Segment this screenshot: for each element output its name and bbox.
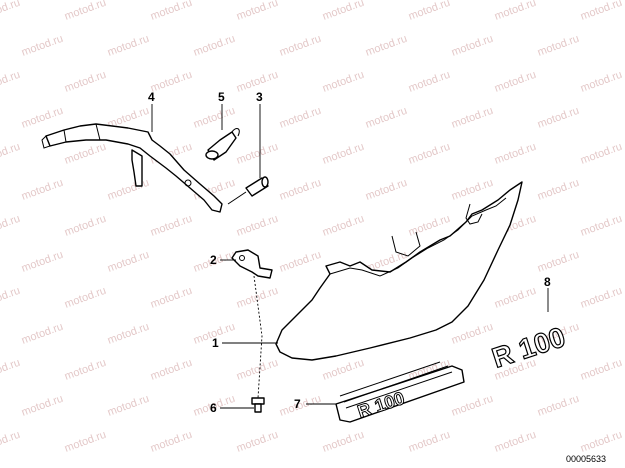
watermark-text: motod.ru xyxy=(235,357,280,383)
watermark-text: motod.ru xyxy=(407,69,452,95)
watermark-text: motod.ru xyxy=(579,429,624,455)
watermark-text: motod.ru xyxy=(149,0,194,23)
watermark-text: motod.ru xyxy=(0,141,22,167)
watermark-text: motod.ru xyxy=(278,105,323,131)
watermark-text: motod.ru xyxy=(450,393,495,419)
watermark-text: motod.ru xyxy=(235,0,280,23)
callout-1: 1 xyxy=(212,336,219,350)
watermark-text: motod.ru xyxy=(493,429,538,455)
part-5-knob xyxy=(205,128,240,161)
watermark-text: motod.ru xyxy=(493,0,538,23)
watermark-text: motod.ru xyxy=(0,357,22,383)
watermark-text: motod.ru xyxy=(579,141,624,167)
watermark-text: motod.ru xyxy=(364,177,409,203)
leader-lines xyxy=(151,104,549,409)
watermark-text: motod.ru xyxy=(579,213,624,239)
watermark-text: motod.ru xyxy=(321,69,366,95)
watermark-text: motod.ru xyxy=(106,177,151,203)
watermark-text: motod.ru xyxy=(0,285,22,311)
watermark-text: motod.ru xyxy=(0,0,22,23)
watermark-text: motod.ru xyxy=(192,33,237,59)
watermark-text: motod.ru xyxy=(63,213,108,239)
watermark-text: motod.ru xyxy=(364,105,409,131)
watermark-text: motod.ru xyxy=(235,213,280,239)
watermark-text: motod.ru xyxy=(0,429,22,455)
watermark-text: motod.ru xyxy=(149,285,194,311)
watermark-text: motod.ru xyxy=(192,105,237,131)
callout-8: 8 xyxy=(544,275,551,289)
callout-3: 3 xyxy=(256,90,263,104)
watermark-text: motod.ru xyxy=(106,249,151,275)
watermark-text: motod.ru xyxy=(278,33,323,59)
watermark-text: motod.ru xyxy=(106,393,151,419)
callout-4: 4 xyxy=(148,90,155,104)
watermark-text: motod.ru xyxy=(407,0,452,23)
watermark-text: motod.ru xyxy=(63,429,108,455)
watermark-text: motod.ru xyxy=(321,0,366,23)
callout-5: 5 xyxy=(218,90,225,104)
watermark-text: motod.ru xyxy=(63,285,108,311)
watermark-text: motod.ru xyxy=(493,69,538,95)
watermark-text: motod.ru xyxy=(407,213,452,239)
watermark-text: motod.ru xyxy=(536,33,581,59)
watermark-text: motod.ru xyxy=(536,249,581,275)
part-4-bracket xyxy=(41,123,223,213)
watermark-text: motod.ru xyxy=(450,321,495,347)
watermark-text: motod.ru xyxy=(149,69,194,95)
watermark-text: motod.ru xyxy=(235,285,280,311)
watermark-text: motod.ru xyxy=(63,69,108,95)
watermark-text: motod.ru xyxy=(235,141,280,167)
watermark-text: motod.ru xyxy=(321,429,366,455)
watermark-text: motod.ru xyxy=(493,285,538,311)
callout-2: 2 xyxy=(210,253,217,267)
watermark-text: motod.ru xyxy=(20,249,65,275)
watermark-text: motod.ru xyxy=(579,357,624,383)
watermark-text: motod.ru xyxy=(493,141,538,167)
watermark-layer: motod.ru motod.ru motod.ru motod.ru motod.ru… xyxy=(0,0,624,455)
part-3-sleeve xyxy=(227,176,269,205)
watermark-text: motod.ru xyxy=(149,429,194,455)
part-2-clip xyxy=(231,249,273,279)
watermark-text: motod.ru xyxy=(450,33,495,59)
watermark-text: motod.ru xyxy=(106,321,151,347)
watermark-text: motod.ru xyxy=(235,429,280,455)
watermark-text: motod.ru xyxy=(20,105,65,131)
watermark-text: motod.ru xyxy=(149,357,194,383)
watermark-text: motod.ru xyxy=(536,177,581,203)
part-6-screw xyxy=(251,397,265,413)
watermark-text: motod.ru xyxy=(20,321,65,347)
reference-number: 00005633 xyxy=(566,454,606,464)
watermark-text: motod.ru xyxy=(321,141,366,167)
watermark-text: motod.ru xyxy=(63,357,108,383)
callout-7: 7 xyxy=(294,397,301,411)
callout-labels: 4 5 3 2 1 6 7 8 xyxy=(148,90,551,415)
watermark-text: motod.ru xyxy=(20,393,65,419)
watermark-text: motod.ru xyxy=(63,0,108,23)
watermark-text: motod.ru xyxy=(321,213,366,239)
watermark-text: motod.ru xyxy=(149,213,194,239)
watermark-text: motod.ru xyxy=(579,0,624,23)
watermark-text: motod.ru xyxy=(450,177,495,203)
watermark-text: motod.ru xyxy=(0,69,22,95)
watermark-text: motod.ru xyxy=(536,393,581,419)
watermark-text: motod.ru xyxy=(0,213,22,239)
watermark-text: motod.ru xyxy=(579,285,624,311)
watermark-text: motod.ru xyxy=(106,33,151,59)
watermark-text: motod.ru xyxy=(278,249,323,275)
watermark-text: motod.ru xyxy=(536,105,581,131)
watermark-text: motod.ru xyxy=(407,429,452,455)
watermark-text: motod.ru xyxy=(407,141,452,167)
watermark-text: motod.ru xyxy=(20,177,65,203)
watermark-text: motod.ru xyxy=(63,141,108,167)
watermark-text: motod.ru xyxy=(278,177,323,203)
fastener-axis-line xyxy=(253,275,263,399)
part-1-side-cover xyxy=(275,181,523,361)
watermark-text: motod.ru xyxy=(364,33,409,59)
watermark-text: motod.ru xyxy=(20,33,65,59)
watermark-text: motod.ru xyxy=(579,69,624,95)
callout-6: 6 xyxy=(210,401,217,415)
watermark-text: motod.ru xyxy=(450,105,495,131)
watermark-text: motod.ru xyxy=(321,357,366,383)
